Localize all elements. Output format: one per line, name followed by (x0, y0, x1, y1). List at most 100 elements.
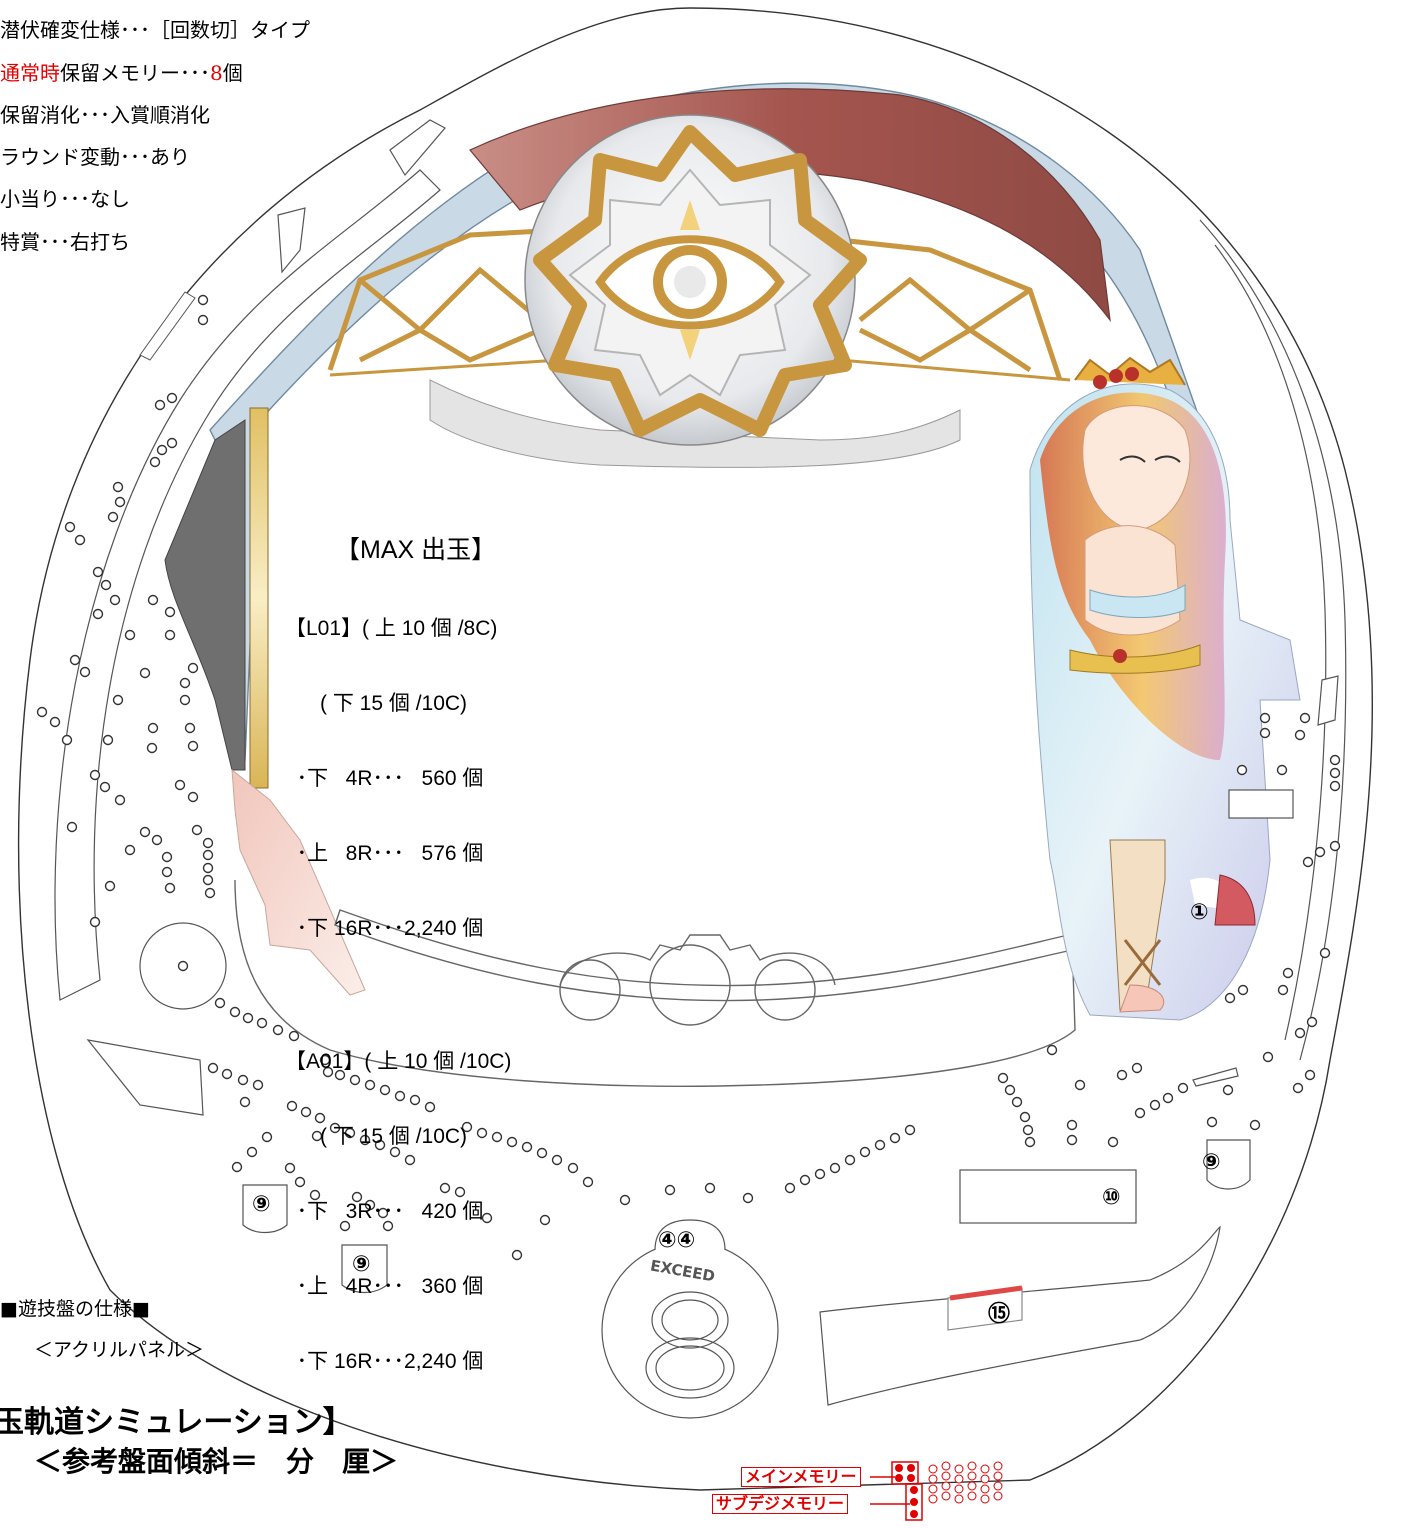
nail-pin (1259, 727, 1271, 739)
memory-dot (967, 1491, 977, 1501)
label-1: ① (1190, 900, 1209, 925)
nail-pin (1074, 1079, 1086, 1091)
nail-pin (114, 496, 126, 508)
nail-pin (844, 1154, 856, 1166)
max-payout-title: 【MAX 出玉】 (335, 536, 497, 564)
nail-pin (334, 1069, 346, 1081)
memory-dot-lit (907, 1464, 915, 1472)
nail-pin (314, 1112, 326, 1124)
nail-pin (521, 1141, 533, 1153)
nail-pin (164, 606, 176, 618)
nail-pin (197, 294, 209, 306)
nail-pin (1329, 840, 1341, 852)
nail-pin (89, 769, 101, 781)
nail-pin (229, 1006, 241, 1018)
spec-text: 保留メモリー･･･ (60, 61, 210, 85)
nail-pin (92, 566, 104, 578)
nail-pin (1294, 729, 1306, 741)
nail-pin (36, 706, 48, 718)
nail-pin (619, 1194, 631, 1206)
memory-dot (928, 1484, 938, 1494)
nail-pin (124, 629, 136, 641)
bottom-features (139, 922, 1251, 1419)
a01-row: ･下 16R･･･2,240 個 (285, 1350, 484, 1373)
nail-pin (202, 874, 214, 886)
nail-pin (1131, 1062, 1143, 1074)
memory-dot (967, 1471, 977, 1481)
nail-pin (261, 1131, 273, 1143)
nail-pin (359, 1134, 371, 1146)
l01-row: ･下 16R･･･2,240 個 (285, 917, 484, 940)
nail-pin (151, 834, 163, 846)
nail-pin (187, 740, 199, 752)
nail-pin (74, 534, 86, 546)
nail-pin (112, 694, 124, 706)
sub-digit-memory-label: サブデジメモリー (712, 1494, 849, 1514)
nail-pin (319, 1054, 331, 1066)
nail-pin (174, 779, 186, 791)
nail-pin (454, 1186, 466, 1198)
nail-pin (339, 1220, 351, 1232)
spec-text: ラウンド変動･･･あり (0, 145, 190, 169)
nail-pin (1329, 754, 1341, 766)
simulation-title: 玉軌道シミュレーション】 (0, 1406, 353, 1439)
nail-pin (439, 1182, 451, 1194)
memory-dot (941, 1471, 951, 1481)
nail-pin (102, 734, 114, 746)
left-rail (54, 169, 441, 1001)
nail-pin (187, 662, 199, 674)
nail-pin (124, 844, 136, 856)
memory-dot (993, 1471, 1003, 1481)
nail-pin (1149, 1099, 1161, 1111)
memory-dot (941, 1481, 951, 1491)
memory-dot-lit (895, 1464, 903, 1472)
nail-pin (221, 1068, 233, 1080)
spec-line-6: 特賞･･･右打ち (0, 226, 130, 255)
nail-pin (246, 1146, 258, 1158)
memory-dot (967, 1481, 977, 1491)
nail-pin (1292, 1082, 1304, 1094)
nail-pin (1066, 1134, 1078, 1146)
a01-row: ･上 4R･･･ 360 個 (285, 1275, 484, 1298)
nail-pin (92, 608, 104, 620)
nail-pin (256, 1017, 268, 1029)
nail-pin (1019, 1111, 1031, 1123)
nail-pin (784, 1182, 796, 1194)
nail-pin (1299, 712, 1311, 724)
label-9-right: ⑨ (1202, 1150, 1221, 1175)
eye-emblem (524, 114, 867, 446)
nail-pin (104, 880, 116, 892)
nail-pin (100, 579, 112, 591)
nail-pin (322, 1066, 334, 1078)
nail-pin (69, 654, 81, 666)
memory-dot-lit (910, 1510, 918, 1518)
nail-pin (377, 1207, 389, 1219)
nail-pin (197, 314, 209, 326)
spec-text: 特賞･･･右打ち (0, 230, 130, 254)
a01-header: 【A01】( 上 10 個 /10C) (285, 1050, 512, 1073)
right-rail (1199, 219, 1347, 1061)
nail-pin (536, 1147, 548, 1159)
memory-dot (980, 1494, 990, 1504)
nail-pin (1319, 947, 1331, 959)
spec-text: 個 (222, 61, 243, 85)
nail-pin (349, 1074, 361, 1086)
nail-pin (288, 1030, 300, 1042)
nail-pin (89, 916, 101, 928)
memory-dot (993, 1461, 1003, 1471)
nail-pin (191, 824, 203, 836)
memory-dot-lit (910, 1486, 918, 1494)
nail-pin (1011, 1096, 1023, 1108)
memory-dot-lit (895, 1474, 903, 1482)
nail-pin (1304, 1069, 1316, 1081)
nail-pin (161, 851, 173, 863)
spec-text: 潜伏確変仕様･･･［回数切］タイプ (0, 18, 310, 42)
memory-dot (928, 1494, 938, 1504)
nail-pin (1329, 767, 1341, 779)
nail-pin (1329, 780, 1341, 792)
nail-pin (1282, 967, 1294, 979)
nail-pin (272, 1024, 284, 1036)
nail-pin (166, 437, 178, 449)
deflectors (86, 119, 1294, 1116)
